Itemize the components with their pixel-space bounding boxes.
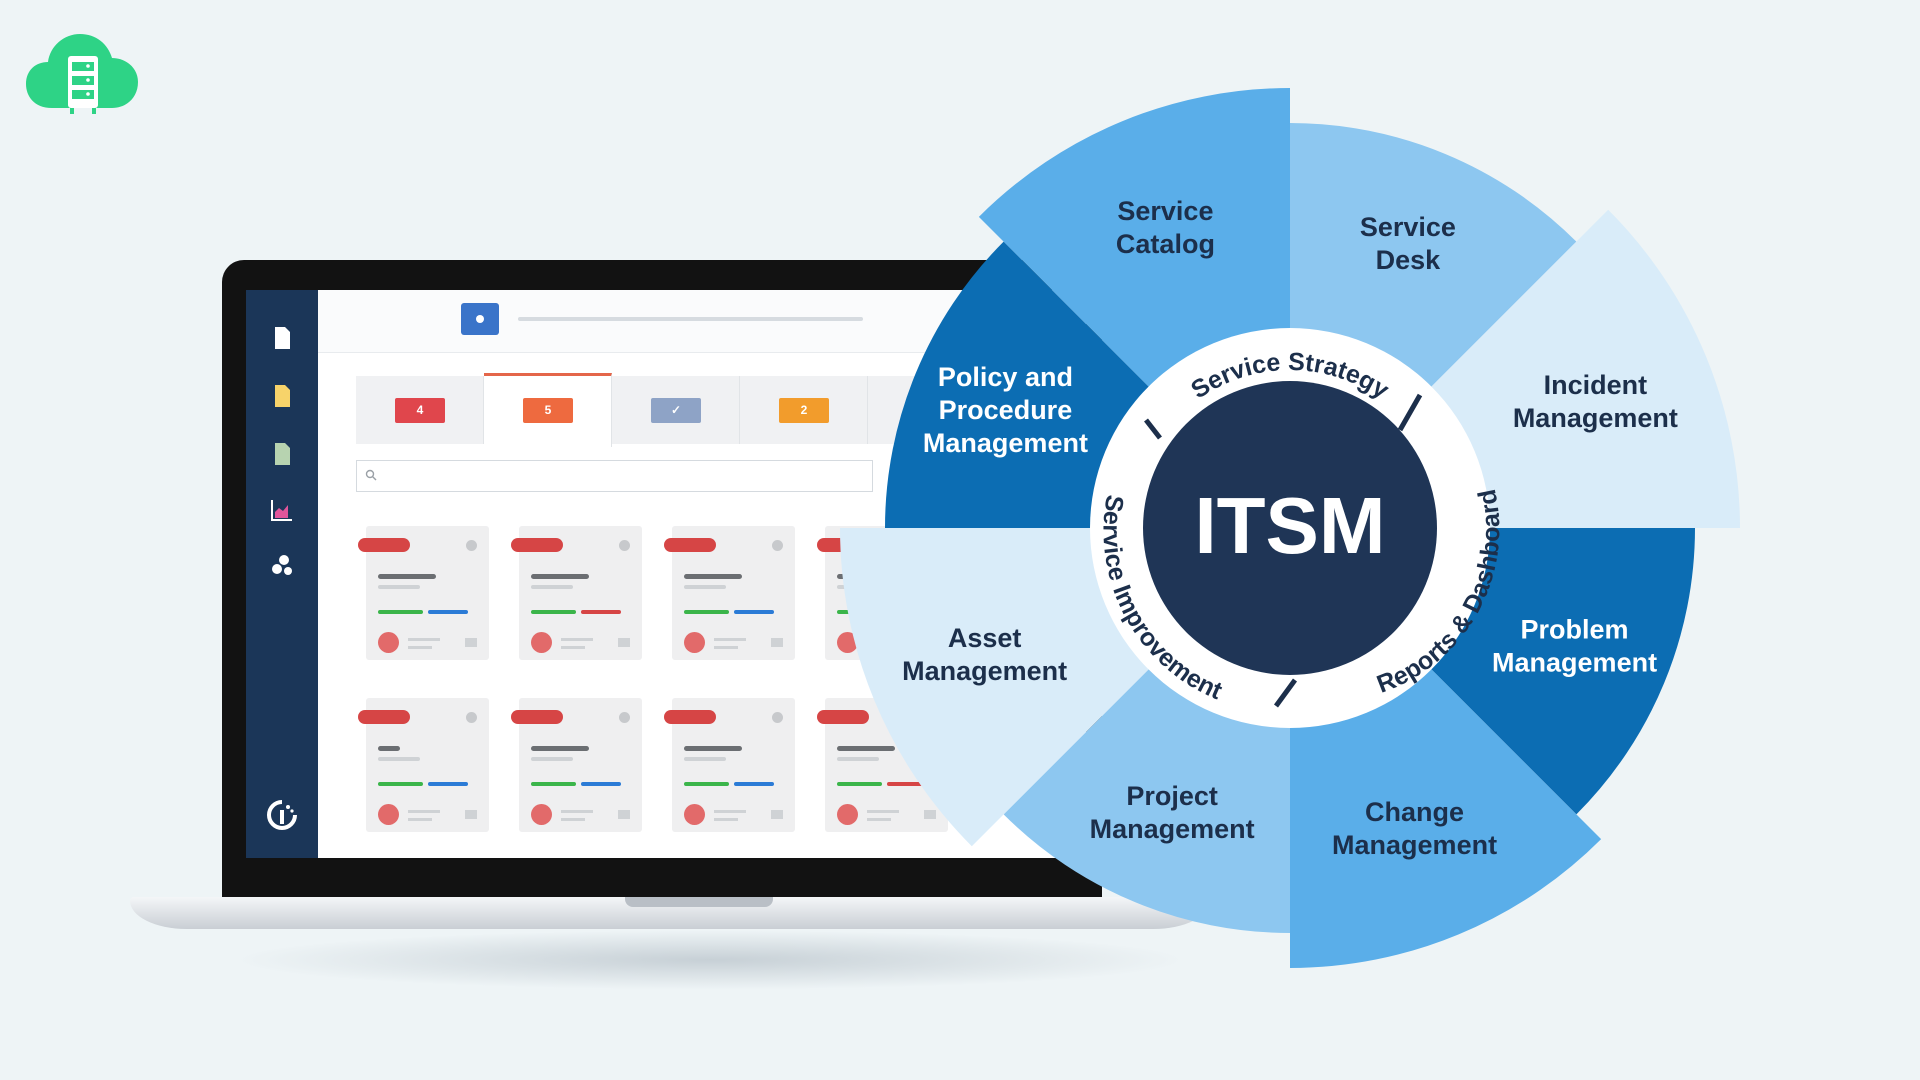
wheel-segment bbox=[1427, 209, 1740, 528]
ticket-card[interactable] bbox=[358, 698, 489, 832]
tab-4[interactable]: 2 bbox=[740, 376, 868, 444]
tab-3[interactable]: ✓ bbox=[612, 376, 740, 444]
segment-label-line: Desk bbox=[1376, 245, 1442, 275]
segment-label-line: Project bbox=[1126, 781, 1218, 811]
topbar-chip[interactable] bbox=[461, 303, 499, 335]
bubbles-icon[interactable] bbox=[268, 552, 296, 580]
ring-label-improvement-text: Service Improvement bbox=[1097, 493, 1226, 705]
search-icon bbox=[365, 469, 377, 481]
segment-label-line: Problem bbox=[1521, 614, 1629, 644]
wheel-segment bbox=[1290, 665, 1602, 968]
tab-badge: 2 bbox=[779, 398, 829, 423]
ring-label-text: Service Strategy bbox=[1186, 348, 1394, 405]
segment-label-line: Management bbox=[1492, 647, 1657, 677]
ticket-tabs: 4 5 ✓ 2 bbox=[356, 373, 1056, 447]
ring-label-reports: Reports & Dashboard bbox=[1373, 487, 1505, 699]
ring-label-reports-text: Reports & Dashboard bbox=[1373, 487, 1505, 699]
segment-label-line: Incident bbox=[1544, 370, 1648, 400]
ring-label-improvement: Service Improvement bbox=[1097, 493, 1226, 705]
tab-badge: ✓ bbox=[651, 398, 701, 423]
laptop-screen: 4 5 ✓ 2 bbox=[246, 290, 1086, 858]
segment-label-line: Management bbox=[1332, 830, 1497, 860]
laptop-shadow bbox=[230, 930, 1190, 990]
wheel-segment bbox=[1290, 123, 1577, 391]
tab-1[interactable]: 4 bbox=[356, 376, 484, 444]
segment-label-line: Management bbox=[1513, 403, 1678, 433]
cloud-server-logo bbox=[26, 34, 138, 114]
segment-label-line: Change bbox=[1365, 797, 1464, 827]
segment-label-line: Service bbox=[1117, 196, 1213, 226]
document-icon[interactable] bbox=[268, 324, 296, 352]
app-topbar bbox=[318, 290, 1086, 353]
segment-label-line: Catalog bbox=[1116, 229, 1215, 259]
ticket-card[interactable] bbox=[664, 698, 795, 832]
ticket-card[interactable] bbox=[817, 526, 948, 660]
app-sidebar bbox=[246, 290, 318, 858]
segment-label-line: Management bbox=[1090, 814, 1255, 844]
ticket-card[interactable] bbox=[664, 526, 795, 660]
tab-5[interactable] bbox=[868, 376, 996, 444]
center-label: ITSM bbox=[1194, 481, 1385, 570]
wheel-segment bbox=[1427, 528, 1695, 815]
ring-arrow bbox=[1273, 678, 1298, 708]
ticket-card[interactable] bbox=[511, 526, 642, 660]
topbar-placeholder-line bbox=[518, 317, 863, 321]
brand-icon[interactable] bbox=[265, 798, 299, 832]
laptop-notch bbox=[625, 897, 773, 907]
ring-arrow bbox=[1144, 418, 1162, 440]
wheel-ring bbox=[1090, 328, 1490, 728]
ticket-card[interactable] bbox=[817, 698, 948, 832]
ring-label-service-strategy: Service Strategy bbox=[1186, 348, 1394, 405]
file-icon[interactable] bbox=[268, 440, 296, 468]
tab-2[interactable]: 5 bbox=[484, 373, 612, 447]
search-input[interactable] bbox=[356, 460, 873, 492]
tab-badge: 5 bbox=[523, 398, 573, 423]
ticket-card[interactable] bbox=[358, 526, 489, 660]
ring-arrow bbox=[1397, 393, 1423, 432]
wheel-center bbox=[1143, 381, 1437, 675]
tab-badge: 4 bbox=[395, 398, 445, 423]
segment-label-line: Service bbox=[1360, 212, 1456, 242]
ticket-card[interactable] bbox=[511, 698, 642, 832]
chart-icon[interactable] bbox=[268, 496, 296, 524]
note-icon[interactable] bbox=[268, 382, 296, 410]
